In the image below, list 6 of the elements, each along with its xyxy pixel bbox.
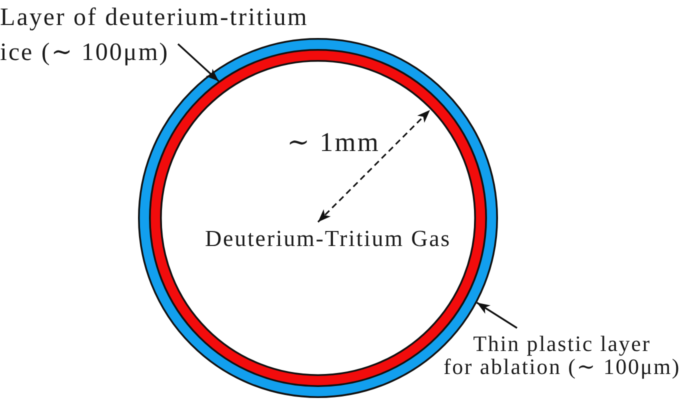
dimension-label: ∼ 1mm: [287, 127, 380, 158]
core-label: Deuterium-Tritium Gas: [205, 226, 451, 252]
leader-arrow: [476, 302, 518, 329]
callout-text: Thin plastic layer for ablation (∼ 100μm): [443, 332, 681, 378]
callout-text: Layer of deuterium-tritium ice (∼ 100μm): [0, 0, 308, 70]
leader-arrow: [177, 43, 220, 82]
